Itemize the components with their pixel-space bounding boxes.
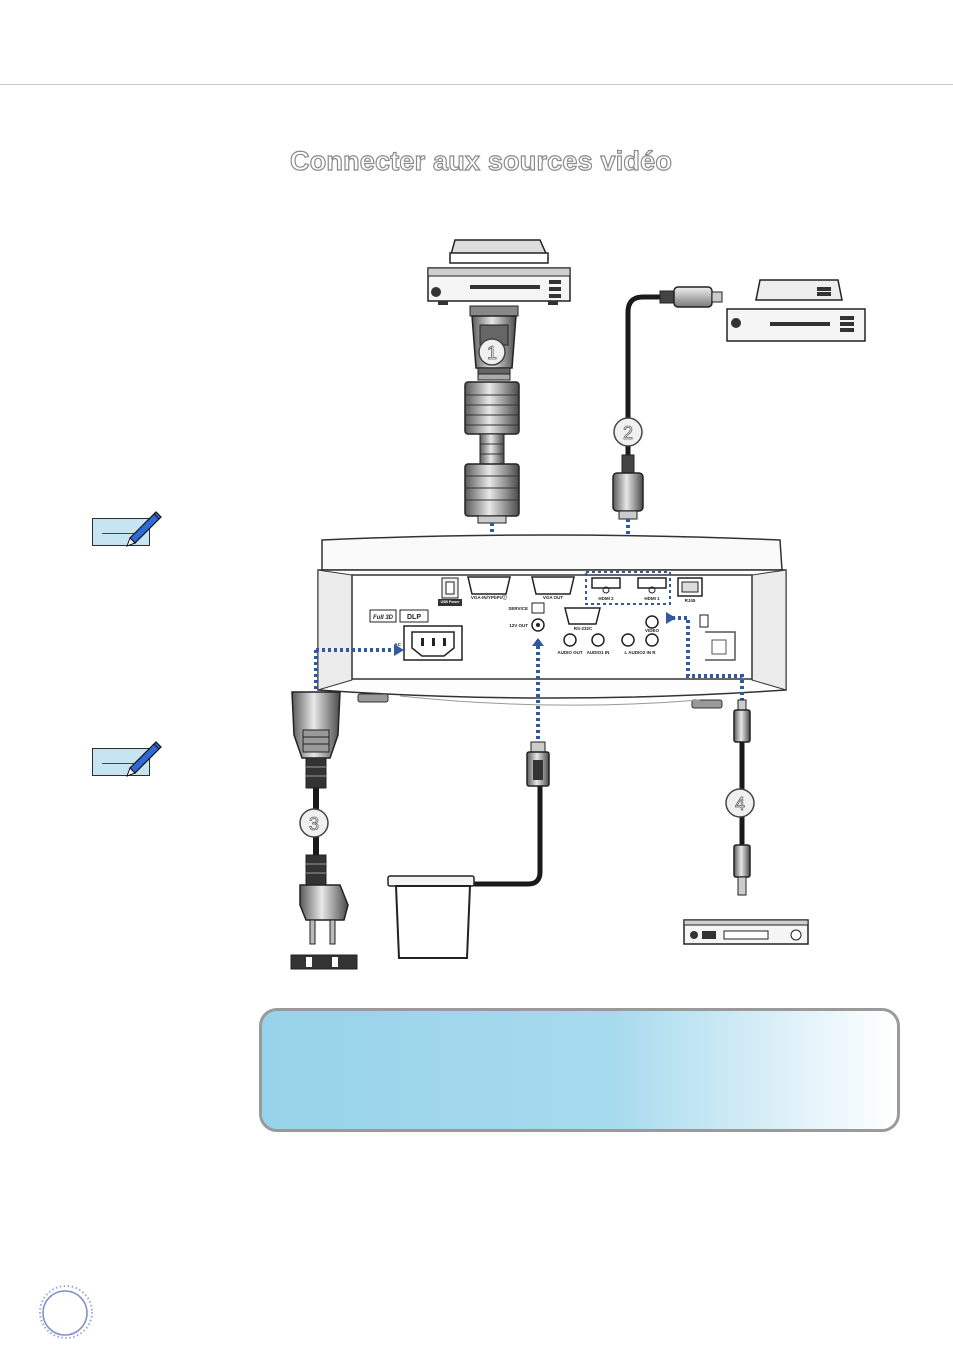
connection-number-3: 3 xyxy=(309,814,319,834)
label-service: SERVICE xyxy=(508,606,528,611)
page-number-badge xyxy=(38,1284,94,1340)
label-vga-in: VGA-IN/YPbPr/ⓘ xyxy=(471,594,508,601)
projector-rear xyxy=(318,535,786,708)
label-audio-out: AUDIO OUT xyxy=(557,650,583,655)
connection-number-4: 4 xyxy=(735,794,745,814)
label-video: VIDEO xyxy=(645,628,660,633)
label-hdmi2: HDMI 2 xyxy=(598,596,614,601)
label-audio2-in: L AUDIO2 IN R xyxy=(624,650,656,655)
label-rs232: RS-232C xyxy=(574,626,593,631)
connection-number-1: 1 xyxy=(487,343,497,363)
cable-2-hdmi xyxy=(613,287,722,519)
label-12v-out: 12V OUT xyxy=(509,623,528,628)
info-box xyxy=(259,1008,900,1132)
cable-1-scart-vga xyxy=(465,306,519,523)
source-device-bottom-right xyxy=(684,920,808,944)
label-audio1-in: AUDIO1 IN xyxy=(587,650,610,655)
label-hdmi1: HDMI 1 xyxy=(644,596,660,601)
pencil-icon xyxy=(92,508,164,548)
note-icon-top xyxy=(92,508,164,548)
pencil-icon xyxy=(92,738,164,778)
note-icon-bottom xyxy=(92,738,164,778)
source-device-top-center xyxy=(428,240,570,305)
label-usb-power: USB Power xyxy=(441,600,461,604)
label-dlp: DLP xyxy=(407,614,421,621)
motorized-screen xyxy=(388,876,474,958)
label-full3d: Full 3D xyxy=(373,615,394,621)
connection-diagram: 1 2 xyxy=(0,0,953,1000)
label-vga-out: VGA OUT xyxy=(543,595,564,600)
connection-number-2: 2 xyxy=(623,423,633,443)
label-rj45: RJ45 xyxy=(685,598,696,603)
source-device-top-right xyxy=(727,280,865,341)
